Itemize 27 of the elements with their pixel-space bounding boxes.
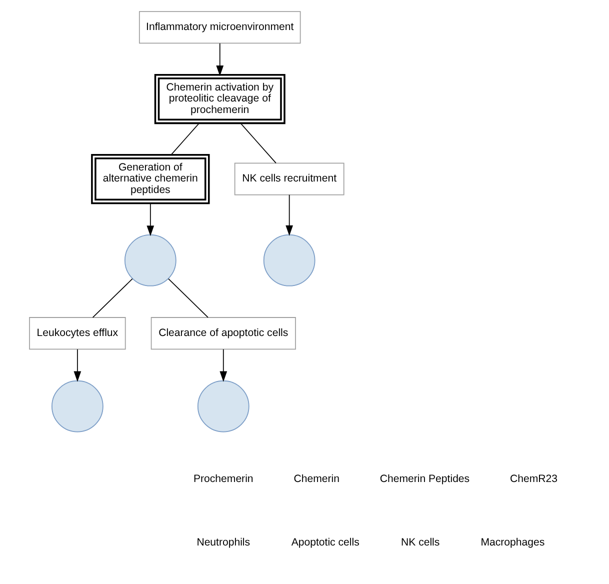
arrow — [74, 348, 82, 382]
connector — [92, 278, 133, 318]
node-circle — [52, 380, 104, 432]
node-circle — [263, 234, 316, 286]
node-box: Clearance of apoptotic cells — [150, 317, 296, 350]
legend-label: Macrophages — [480, 536, 545, 548]
legend-label: ChemR23 — [510, 473, 558, 486]
node-box: Generation of alternative chemerin peptides — [91, 154, 210, 204]
node-box: Leukocytes efflux — [29, 317, 126, 350]
node-box: NK cells recruitment — [234, 162, 344, 196]
legend-label: Chemerin Peptides — [380, 473, 470, 486]
arrow — [220, 348, 228, 382]
arrow — [286, 194, 294, 236]
node-circle — [197, 380, 250, 432]
arrow — [216, 42, 224, 76]
legend-label: NK cells — [400, 536, 440, 548]
connector — [170, 122, 200, 156]
connector — [168, 278, 208, 318]
node-circle — [124, 234, 176, 286]
legend-label: Prochemerin — [193, 473, 254, 486]
node-box: Chemerin activation by proteolitic cleavage of prochemerin — [154, 74, 286, 124]
legend-label: Apoptotic cells — [291, 536, 360, 548]
arrow — [146, 202, 154, 236]
node-box: Inflammatory microenvironment — [138, 11, 301, 44]
connector — [240, 122, 276, 164]
legend-label: Chemerin — [294, 473, 340, 486]
legend-label: Neutrophils — [196, 536, 250, 548]
